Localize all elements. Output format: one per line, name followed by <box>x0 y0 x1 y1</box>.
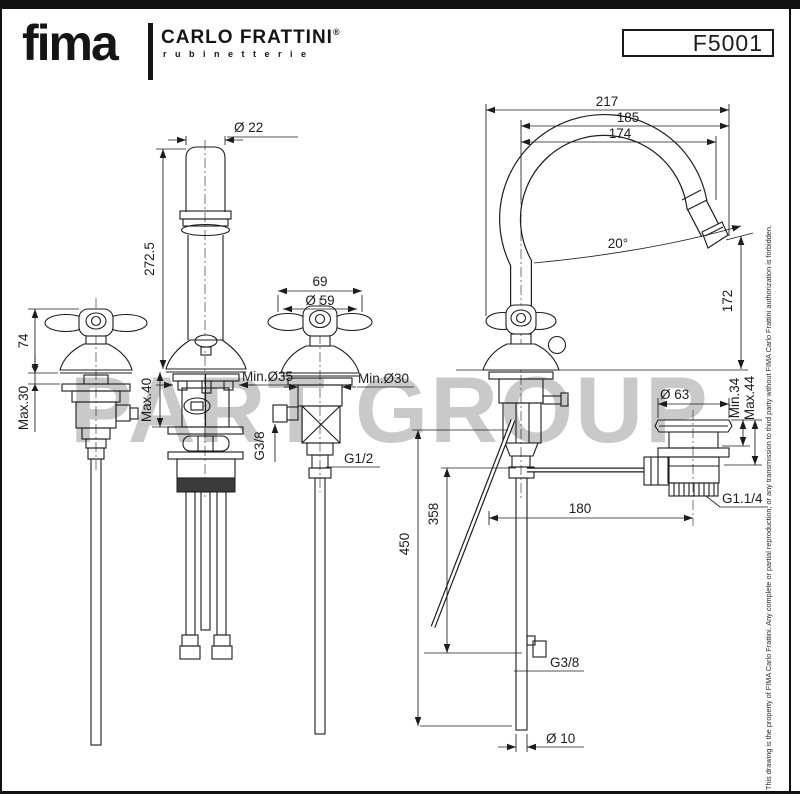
view-valve-front: 69 Ø 59 Min.Ø30 G3/8 G1/2 <box>252 274 414 735</box>
dim-valve-min-hole: Min.Ø30 <box>358 371 409 386</box>
dim-valve-inlet-thread: G3/8 <box>252 431 267 460</box>
dim-valve-front-width: 69 <box>312 274 327 289</box>
dim-outlet-height: 172 <box>720 290 735 313</box>
dim-drain-max-deck: Max.44 <box>742 375 757 420</box>
frame-bottom-bar <box>0 791 800 794</box>
dim-pipe-diameter: Ø 10 <box>546 731 575 746</box>
dim-reach-mid: 185 <box>617 110 640 125</box>
fima-logo: fima <box>22 15 119 71</box>
dim-drain-min-deck: Min.34 <box>727 377 742 418</box>
dim-assembly-inlet-thread: G3/8 <box>550 655 579 670</box>
registered-mark: ® <box>332 27 341 37</box>
model-code-box: F5001 <box>622 29 774 57</box>
dim-valve-side-max-deck: Max.30 <box>16 386 31 430</box>
dim-reach-inner: 174 <box>609 126 632 141</box>
logo-brand-text: CARLO FRATTINI <box>161 27 333 48</box>
dim-spout-max-deck: Max.40 <box>139 378 154 422</box>
dim-spout-height: 272.5 <box>142 242 157 276</box>
dim-rod-drop: 358 <box>426 503 441 526</box>
frame-left-bar <box>0 0 2 794</box>
view-assembly: 217 185 174 20° 172 Ø 63 Min.34 <box>397 94 768 752</box>
dim-handle-diameter: Ø 59 <box>305 293 334 308</box>
dim-hose-drop: 450 <box>397 533 412 556</box>
dim-drain-flange: Ø 63 <box>660 387 689 402</box>
dim-valve-side-height: 74 <box>16 333 31 349</box>
dim-drain-offset: 180 <box>569 501 592 516</box>
copyright-note: This drawing is the property of FIMA Car… <box>764 225 773 790</box>
dim-spout-angle: 20° <box>608 236 628 251</box>
logo-subbrand: rubinetterie <box>163 49 315 59</box>
dim-valve-outlet-thread: G1/2 <box>344 451 373 466</box>
logo-brand: CARLO FRATTINI® <box>161 27 341 49</box>
logo-divider <box>148 23 153 80</box>
view-valve-side: 74 Max.30 <box>16 298 148 746</box>
view-spout: Ø 22 272.5 Min.Ø35 Max.40 <box>139 120 298 660</box>
frame-right-bar <box>789 0 791 794</box>
dim-spout-min-hole: Min.Ø35 <box>242 369 293 384</box>
dim-spout-diameter: Ø 22 <box>234 120 263 135</box>
dim-drain-thread: G1.1/4 <box>722 491 763 506</box>
frame-top-bar <box>0 0 800 9</box>
dim-reach-total: 217 <box>596 94 619 109</box>
